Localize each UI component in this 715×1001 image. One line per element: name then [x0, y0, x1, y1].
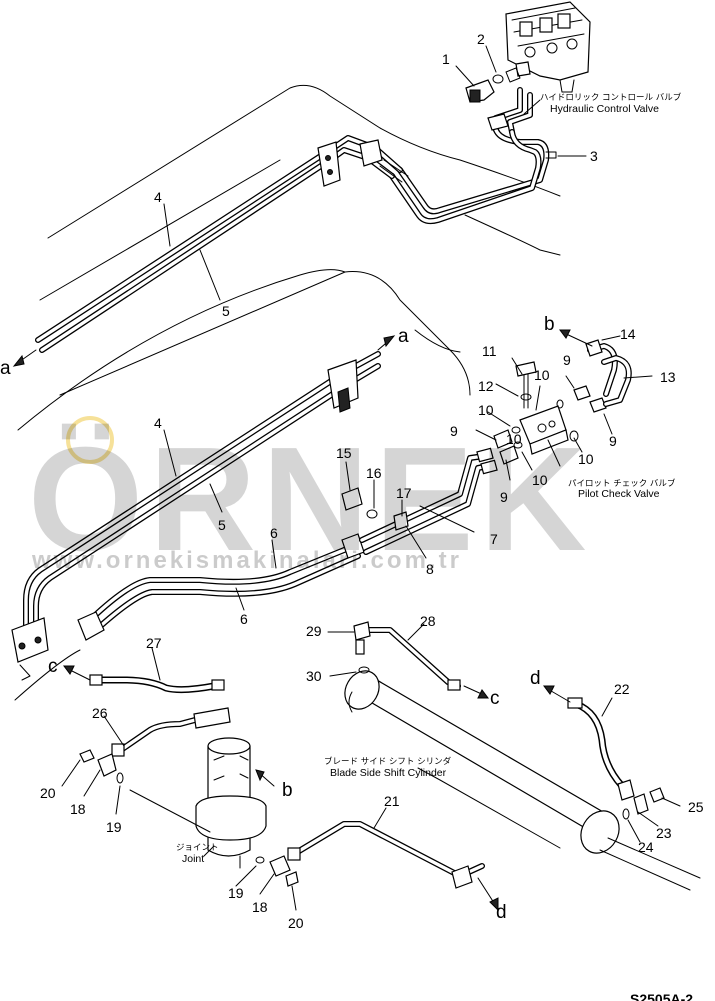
part-number: 8 — [426, 561, 434, 577]
blade-side-shift-cylinder — [344, 670, 701, 891]
fittings-18-19-20-left — [79, 749, 124, 784]
caption-hydraulic-valve-jp: ハイドロリック コントロール バルブ — [540, 92, 682, 103]
connection-letter-c: c — [48, 656, 58, 677]
connection-letter-b: b — [282, 780, 293, 801]
connection-letter-b: b — [544, 314, 555, 335]
part-number: 4 — [154, 415, 162, 431]
elbow-fitting-1 — [465, 67, 521, 103]
part-number: 21 — [384, 793, 400, 809]
caption-blade-cyl-jp: ブレード サイド シフト シリンダ — [324, 756, 452, 767]
part-number: 23 — [656, 825, 672, 841]
caption-pilot-check-en: Pilot Check Valve — [578, 488, 660, 500]
part-number: 3 — [590, 148, 598, 164]
connection-arrows — [12, 329, 593, 912]
part-number: 25 — [688, 799, 704, 815]
part-number: 10 — [532, 472, 548, 488]
connection-letter-d: d — [530, 668, 541, 689]
tube-3 — [389, 87, 557, 225]
part-number: 5 — [222, 303, 230, 319]
tube-28 — [353, 621, 461, 691]
part-number: 10 — [506, 431, 522, 447]
part-number: 16 — [366, 465, 382, 481]
part-number: 19 — [106, 819, 122, 835]
part-number: 20 — [40, 785, 56, 801]
connection-letters: a a b b c c d d — [0, 314, 555, 923]
part-number: 4 — [154, 189, 162, 205]
tubes-6 — [77, 533, 365, 641]
caption-blade-cyl-en: Blade Side Shift Cylinder — [330, 767, 447, 779]
tube-21 — [287, 821, 485, 889]
part-numbers: 1 2 3 4 5 4 5 6 6 7 8 9 9 9 9 10 10 10 1… — [40, 31, 704, 931]
part-number: 27 — [146, 635, 162, 651]
part-number: 28 — [420, 613, 436, 629]
part-number: 10 — [534, 367, 550, 383]
watermark-brand: ÖRNEK — [28, 417, 592, 582]
watermark-url: www.ornekismakinalari.com.tr — [31, 547, 462, 574]
swivel-joint — [195, 737, 267, 869]
part-number: 12 — [478, 378, 494, 394]
part-number: 7 — [490, 531, 498, 547]
connection-letter-a: a — [0, 358, 11, 379]
part-number: 18 — [252, 899, 268, 915]
drawing-code: S2505A-2 — [630, 991, 693, 1001]
part-number: 24 — [638, 839, 654, 855]
fittings-18-19-20-bottom — [255, 855, 299, 887]
middle-tubes-4-5 — [11, 351, 381, 681]
part-number: 10 — [578, 451, 594, 467]
connection-letter-c: c — [490, 688, 500, 709]
caption-joint-en: Joint — [182, 853, 204, 865]
part-number: 14 — [620, 326, 636, 342]
part-number: 10 — [478, 402, 494, 418]
part-number: 9 — [563, 352, 571, 368]
part-number: 30 — [306, 668, 322, 684]
captions: ハイドロリック コントロール バルブ Hydraulic Control Val… — [176, 92, 682, 865]
fittings-15-16-17 — [341, 487, 409, 531]
part-number: 20 — [288, 915, 304, 931]
connection-letter-a: a — [398, 326, 409, 347]
part-number: 18 — [70, 801, 86, 817]
part-number: 11 — [482, 343, 497, 359]
machine-outline — [14, 84, 561, 701]
caption-pilot-check-jp: パイロット チェック バルブ — [568, 478, 676, 489]
hose-27 — [89, 674, 225, 694]
tubes-7-8 — [359, 447, 498, 555]
part-number: 9 — [450, 423, 458, 439]
part-number: 9 — [609, 433, 617, 449]
caption-joint-jp: ジョイント — [176, 843, 219, 853]
caption-hydraulic-valve-en: Hydraulic Control Valve — [550, 103, 659, 115]
leader-lines — [61, 45, 681, 911]
watermark: ÖRNEK www.ornekismakinalari.com.tr — [28, 416, 592, 582]
part-number: 2 — [477, 31, 485, 47]
part-number: 6 — [270, 525, 278, 541]
upper-tubes-4-5 — [35, 135, 409, 353]
part-number: 15 — [336, 445, 352, 461]
part-number: 1 — [442, 51, 450, 67]
part-number: 29 — [306, 623, 322, 639]
part-number: 9 — [500, 489, 508, 505]
tubes-13-14 — [585, 339, 632, 407]
connection-letter-d: d — [496, 902, 507, 923]
hose-22 — [567, 697, 665, 820]
part-number: 26 — [92, 705, 108, 721]
part-number: 13 — [660, 369, 676, 385]
hydraulic-control-valve — [505, 1, 591, 93]
part-number: 17 — [396, 485, 412, 501]
part-number: 22 — [614, 681, 630, 697]
tube-26 — [111, 707, 231, 757]
part-number: 6 — [240, 611, 248, 627]
part-number: 19 — [228, 885, 244, 901]
part-number: 5 — [218, 517, 226, 533]
